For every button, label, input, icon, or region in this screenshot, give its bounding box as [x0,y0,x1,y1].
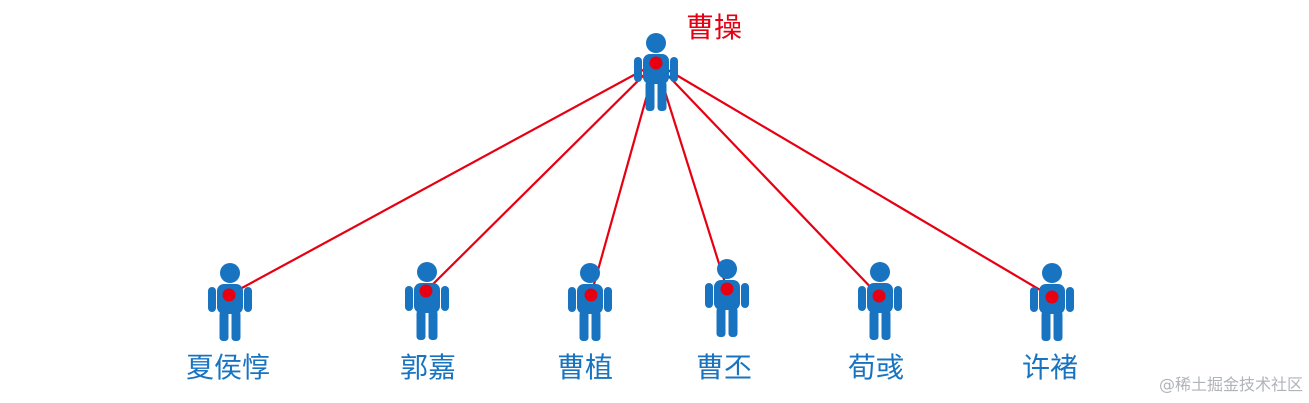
connection-dot-child-4 [720,282,734,296]
child-node-label-1: 夏侯惇 [185,351,271,384]
child-node-label-5: 荀彧 [847,351,905,384]
connection-dot-child-3 [584,288,598,302]
connection-dot-child-2 [419,284,433,298]
connection-dots [222,56,1059,304]
connection-dot-child-6 [1045,290,1059,304]
connection-dot-child-1 [222,288,236,302]
root-node-label: 曹操 [686,11,743,44]
connector-line-4 [654,62,729,290]
connector-line-6 [655,62,1053,298]
child-node-label-3: 曹植 [556,351,614,384]
person-icon-child-4 [705,259,749,337]
child-node-label-6: 许褚 [1021,351,1079,384]
person-icons [208,33,1074,341]
person-icon-root [634,33,678,111]
person-icon-child-1 [208,263,252,341]
connection-dot-root [649,56,663,70]
child-node-label-2: 郭嘉 [399,351,457,384]
connection-dot-child-5 [872,289,886,303]
connector-lines [228,62,1053,298]
connector-line-2 [425,62,657,292]
child-node-label-4: 曹丕 [695,351,753,384]
connector-line-3 [589,62,658,296]
connector-line-5 [655,62,880,297]
connector-line-1 [228,62,657,296]
person-icon-child-3 [568,263,612,341]
watermark: @稀土掘金技术社区 [1158,375,1303,394]
